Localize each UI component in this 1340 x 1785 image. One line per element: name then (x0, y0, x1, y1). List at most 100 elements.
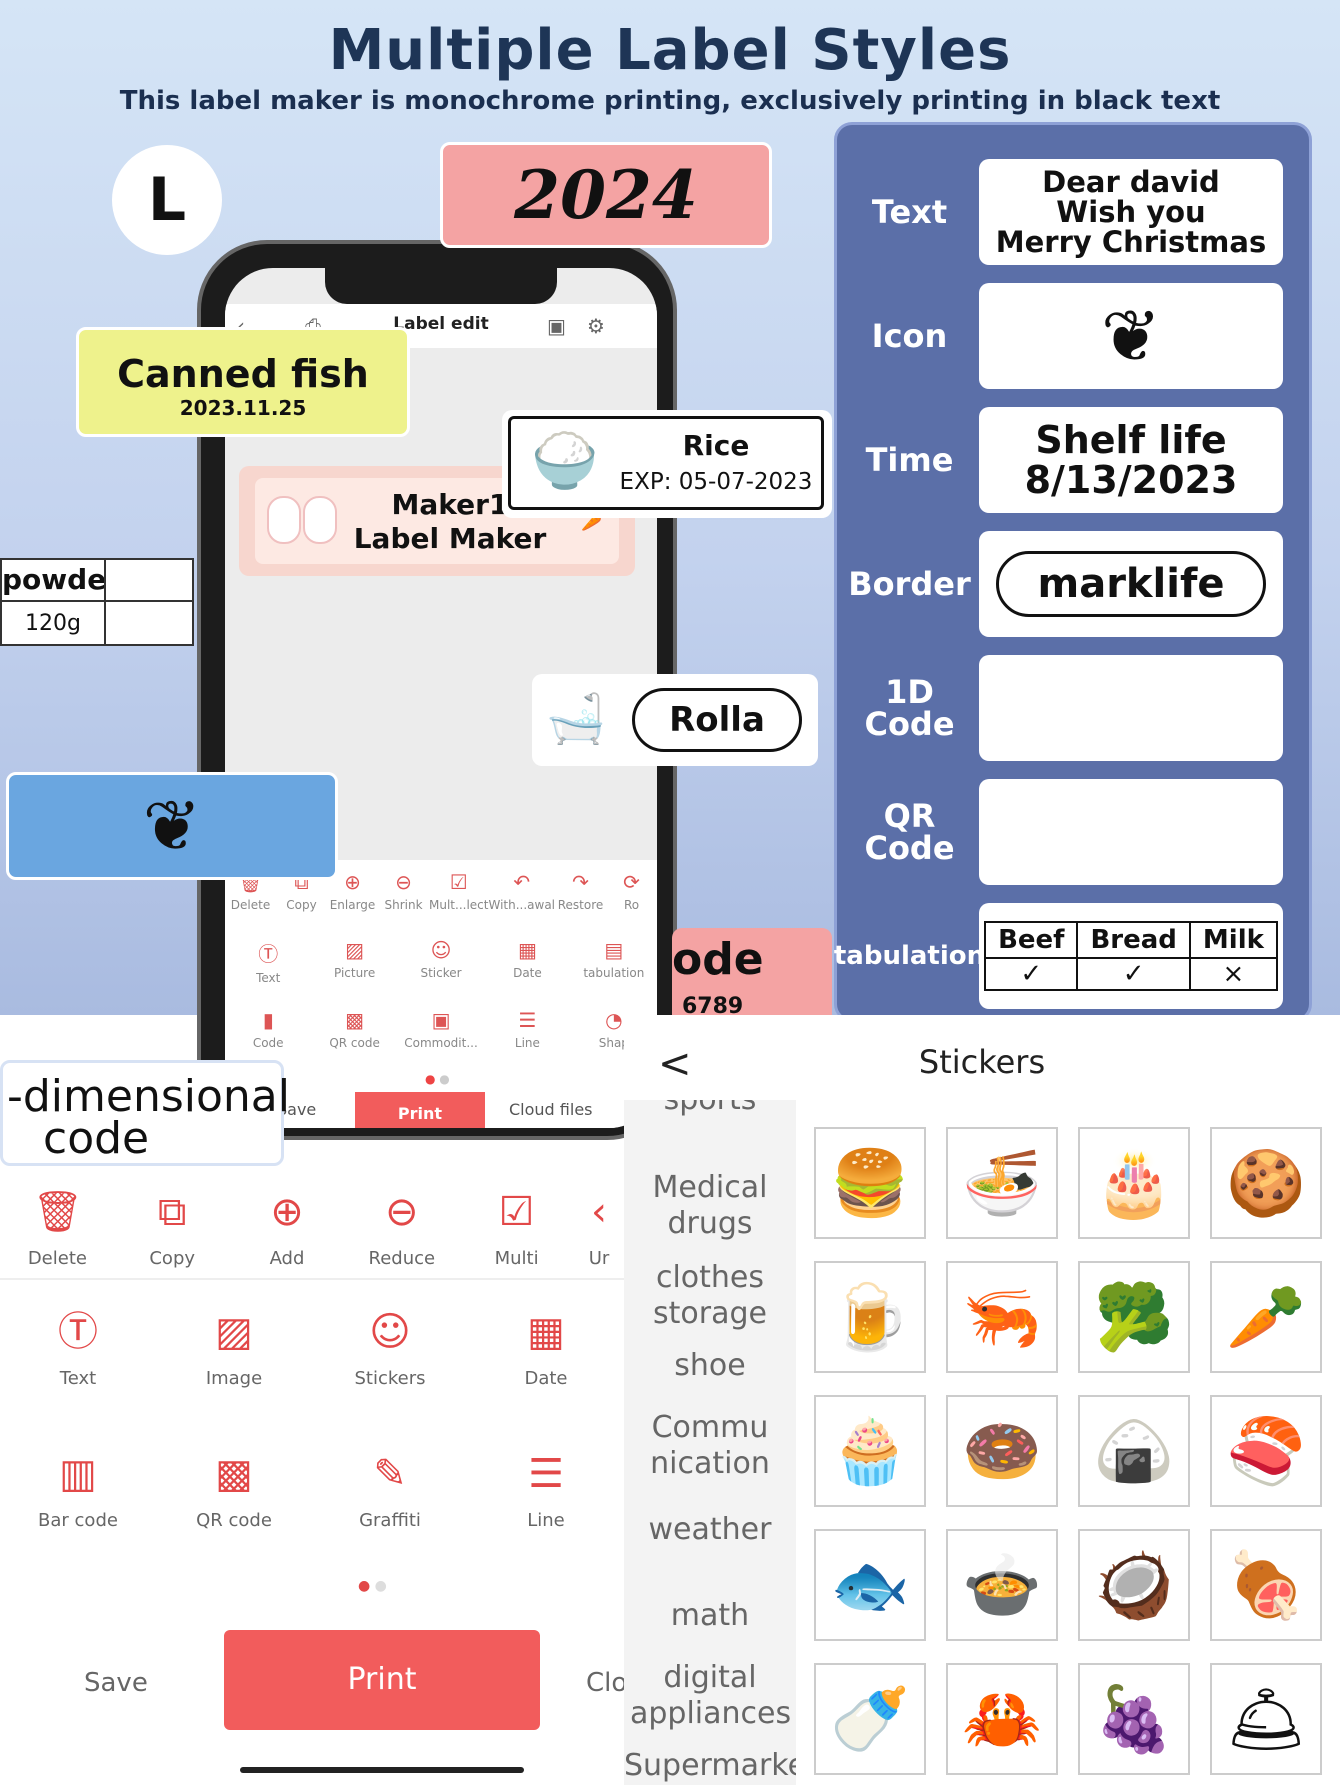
editor-bar-code[interactable]: ▥Bar code (38, 1451, 118, 1531)
tool-tabulation[interactable]: ▤tabulation (571, 938, 657, 985)
redo-icon: ↷ (572, 870, 589, 894)
feature-label-icon: Icon (871, 317, 948, 355)
shelf-life-label: Shelf life (1035, 418, 1227, 462)
cupcake-icon[interactable]: 🧁 (814, 1395, 926, 1507)
editor-toolbar-row: 🗑Delete ⧉Copy ⊕Add ⊖Reduce ☑Multi ‹Ur (0, 1188, 624, 1269)
back-icon[interactable]: ‹ (237, 314, 245, 338)
tool-shrink[interactable]: ⊖Shrink (378, 870, 429, 912)
feature-card-icon: ❦ (979, 283, 1283, 389)
phone-header: ‹ ⎙ Label edit ▣ ⚙ (225, 304, 657, 348)
burger-icon[interactable]: 🍔 (814, 1127, 926, 1239)
food-table: Beef Bread Milk ✓ ✓ × (984, 921, 1278, 991)
cloche-icon[interactable]: 🛎 (1210, 1663, 1322, 1775)
qr-code-icon: ▩ (345, 1008, 365, 1032)
shrimp-icon[interactable]: 🦐 (946, 1261, 1058, 1373)
tool-picture[interactable]: ▨Picture (311, 938, 397, 985)
tool-rotate[interactable]: ⟳Ro (606, 870, 657, 912)
table-header: Milk (1188, 921, 1278, 959)
bunny-icon (267, 496, 301, 544)
broccoli-icon[interactable]: 🥦 (1078, 1261, 1190, 1373)
editor-add[interactable]: ⊕Add (230, 1188, 345, 1269)
editor-stickers[interactable]: ☺Stickers (354, 1309, 426, 1389)
category-item[interactable]: Supermarke (624, 1748, 796, 1783)
editor-cloud-button[interactable]: Clo (586, 1668, 624, 1698)
editor-date[interactable]: ▦Date (468, 1308, 624, 1389)
multiselect-icon: ☑ (498, 1189, 535, 1235)
editor-image[interactable]: ▨Image (205, 1309, 263, 1389)
powder-empty-cell (106, 560, 194, 602)
editor-copy[interactable]: ⧉Copy (115, 1188, 230, 1269)
editor-delete[interactable]: 🗑Delete (27, 1189, 87, 1269)
holly-icon: ❦ (1100, 294, 1162, 378)
editor-multi[interactable]: ☑Multi (459, 1188, 574, 1269)
onigiri-icon[interactable]: 🍙 (1078, 1395, 1190, 1507)
phone-tools-row-2: ▮Code ▩QR code ▣Commodit... ☰Line ◔Shap (225, 1008, 657, 1050)
category-item[interactable]: clothes storage (653, 1260, 767, 1331)
noodle-bowl-icon[interactable]: 🍜 (946, 1127, 1058, 1239)
back-icon[interactable]: < (658, 1041, 692, 1087)
category-item[interactable]: weather (648, 1512, 772, 1547)
phone-cloud-files-button[interactable]: Cloud files (509, 1100, 593, 1119)
sushi-icon[interactable]: 🍣 (1210, 1395, 1322, 1507)
gear-icon[interactable]: ⚙ (587, 314, 605, 338)
label-canvas[interactable]: Maker1 Label Maker 🥕 (239, 466, 635, 576)
donut-icon[interactable]: 🍩 (946, 1395, 1058, 1507)
editor-page-dots: ● ● (358, 1578, 387, 1594)
tool-shape[interactable]: ◔Shap (571, 1008, 657, 1050)
category-item[interactable]: math (670, 1598, 750, 1633)
preview-icon[interactable]: ▣ (547, 314, 566, 338)
tool-enlarge[interactable]: ⊕Enlarge (327, 870, 378, 912)
cake-icon[interactable]: 🎂 (1078, 1127, 1190, 1239)
editor-save-button[interactable]: Save (84, 1668, 148, 1698)
carrot-icon[interactable]: 🥕 (1210, 1261, 1322, 1373)
milk-bottle-icon[interactable]: 🍼 (814, 1663, 926, 1775)
feature-card-qr-code (979, 779, 1283, 885)
crab-icon[interactable]: 🦀 (946, 1663, 1058, 1775)
category-item[interactable]: Medical drugs (652, 1170, 768, 1241)
beer-mug-icon[interactable]: 🍺 (814, 1261, 926, 1373)
tool-withdrawal[interactable]: ↶With...awal (488, 870, 556, 912)
tool-qr-code[interactable]: ▩QR code (311, 1008, 397, 1050)
dimensional-code-sticker: -dimensional code (0, 1060, 290, 1166)
feature-label-border: Border (848, 565, 971, 603)
tool-restore[interactable]: ↷Restore (555, 870, 606, 912)
feature-row-border: Border marklife (837, 531, 1315, 637)
tool-code[interactable]: ▮Code (225, 1008, 311, 1050)
image-icon: ▨ (215, 1309, 253, 1355)
category-list[interactable]: sports Medical drugs clothes storage sho… (624, 1100, 796, 1785)
ham-icon[interactable]: 🍖 (1210, 1529, 1322, 1641)
cookie-icon[interactable]: 🍪 (1210, 1127, 1322, 1239)
category-item[interactable]: Commu nication (650, 1410, 770, 1481)
editor-print-button[interactable]: Print (224, 1630, 540, 1730)
greeting-line-2: Wish you (1056, 195, 1206, 229)
feature-label-time: Time (865, 441, 954, 479)
tool-date[interactable]: ▦Date (484, 938, 570, 985)
editor-graffiti[interactable]: ✎Graffiti (359, 1451, 421, 1531)
tool-multiselect[interactable]: ☑Mult...lect (429, 870, 489, 912)
editor-line[interactable]: ☰Line (468, 1450, 624, 1531)
qr-code-icon: ▩ (215, 1451, 253, 1497)
category-item[interactable]: sports (624, 1100, 796, 1118)
coconut-drink-icon[interactable]: 🥥 (1078, 1529, 1190, 1641)
phone-save-button[interactable]: Save (277, 1100, 317, 1119)
fish-icon[interactable]: 🐟 (814, 1529, 926, 1641)
minus-circle-icon: ⊖ (395, 870, 412, 894)
greeting-line-3: Merry Christmas (995, 225, 1267, 259)
greeting-line-1: Dear david (1042, 165, 1220, 199)
tool-line[interactable]: ☰Line (484, 1008, 570, 1050)
editor-qr-code[interactable]: ▩QR code (196, 1451, 272, 1531)
category-item[interactable]: digital appliances (630, 1660, 792, 1731)
tool-sticker[interactable]: ☺Sticker (398, 938, 484, 985)
phone-print-button[interactable]: Print (355, 1092, 485, 1128)
editor-reduce[interactable]: ⊖Reduce (368, 1189, 436, 1269)
category-item[interactable]: shoe (674, 1348, 746, 1383)
editor-undo[interactable]: ‹Ur (574, 1188, 624, 1269)
grapes-icon[interactable]: 🍇 (1078, 1663, 1190, 1775)
pot-icon[interactable]: 🍲 (946, 1529, 1058, 1641)
tool-commodity[interactable]: ▣Commodit... (398, 1008, 484, 1050)
page-subtitle: This label maker is monochrome printing,… (119, 86, 1221, 116)
sticker-panel-title: Stickers (918, 1043, 1046, 1081)
